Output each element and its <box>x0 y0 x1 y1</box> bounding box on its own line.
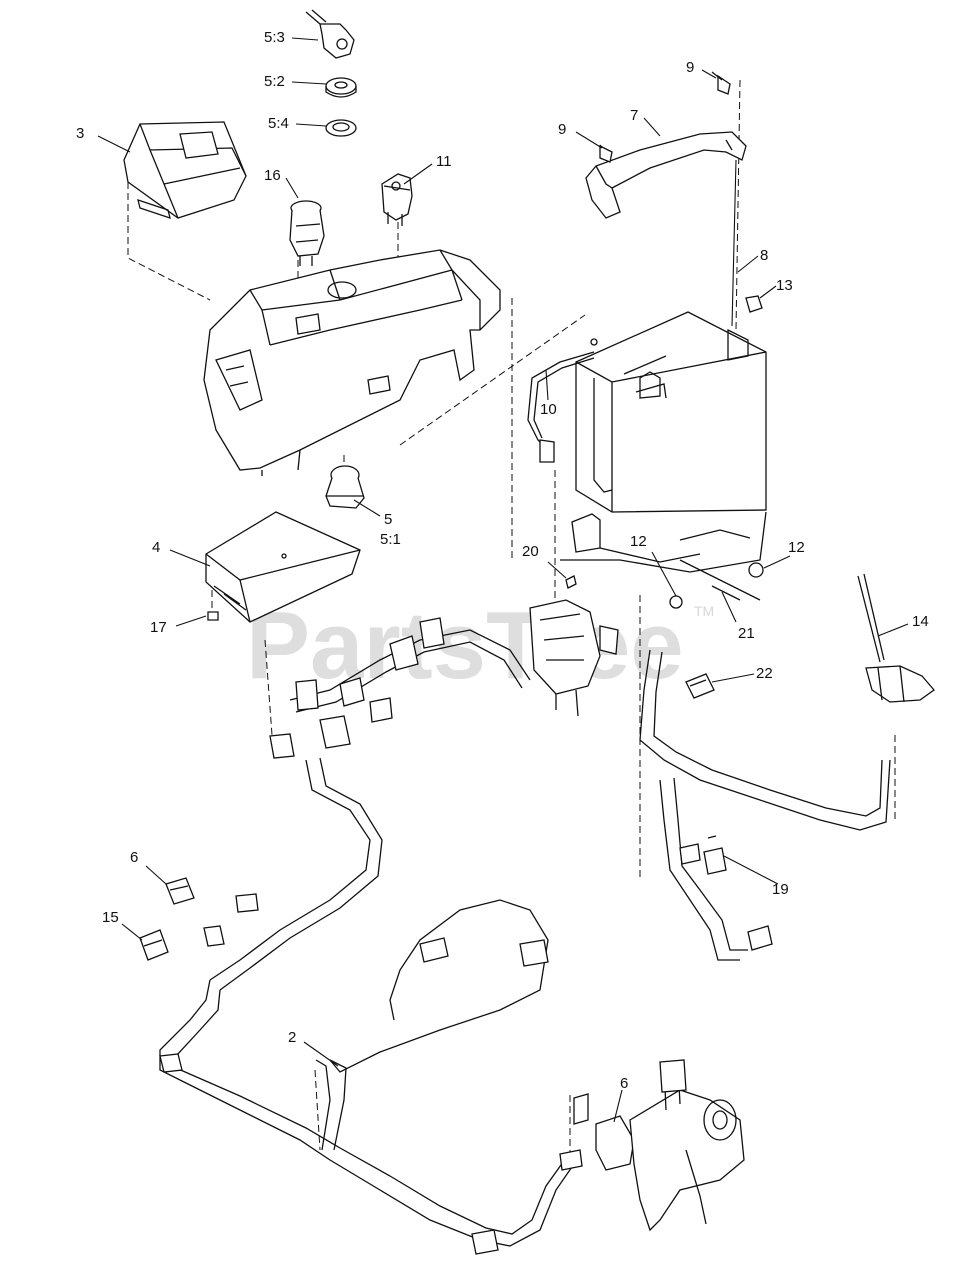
callout-2: 2 <box>288 1029 296 1046</box>
part-22-connector <box>685 673 715 699</box>
callout-10: 10 <box>540 401 557 418</box>
part-2-wire-harness <box>159 617 891 1255</box>
part-8-rod <box>731 159 737 327</box>
callout-5-4: 5:4 <box>268 115 289 132</box>
part-9-screw-top <box>711 71 731 95</box>
callout-14: 14 <box>912 613 929 630</box>
callout-6-bottom: 6 <box>620 1075 628 1092</box>
part-10-battery-cable <box>527 338 598 463</box>
part-15-connector <box>139 929 169 961</box>
part-16-switch <box>289 200 325 266</box>
battery-tray <box>560 511 767 601</box>
callout-21: 21 <box>738 625 755 642</box>
callout-22: 22 <box>756 665 773 682</box>
callout-labels: 5:3 5:2 5:4 3 16 11 9 9 7 8 13 10 5 5:1 … <box>76 29 929 1092</box>
part-3-instrument-cover <box>123 121 247 219</box>
part-12-nut-right <box>748 562 764 578</box>
callout-13: 13 <box>776 277 793 294</box>
callout-leaders <box>97 37 909 1123</box>
part-7-hold-down-bracket <box>585 131 747 219</box>
callout-11: 11 <box>436 153 452 170</box>
part-12-nut-left <box>669 595 683 609</box>
callout-12-right: 12 <box>788 539 805 556</box>
callout-20: 20 <box>522 543 539 560</box>
callout-8: 8 <box>760 247 768 264</box>
callout-5-1: 5:1 <box>380 531 401 548</box>
callout-17: 17 <box>150 619 167 636</box>
callout-15: 15 <box>102 909 119 926</box>
callout-5-3: 5:3 <box>264 29 285 46</box>
battery <box>575 311 767 513</box>
callout-6-left: 6 <box>130 849 138 866</box>
callout-9-left: 9 <box>558 121 566 138</box>
part-5-3-switch-knob <box>305 9 355 59</box>
part-5-2-nut <box>325 77 357 98</box>
part-5-switch <box>325 465 365 509</box>
callout-5-2: 5:2 <box>264 73 285 90</box>
solenoid-assembly <box>529 599 619 717</box>
watermark-trademark: TM <box>694 603 714 619</box>
part-11-key-switch <box>381 173 413 226</box>
part-21-bolt <box>711 585 741 601</box>
part-9-screw-left <box>599 144 613 163</box>
part-5-4-washer <box>325 119 357 137</box>
callout-19: 19 <box>772 881 789 898</box>
console-panel <box>203 249 501 476</box>
part-17-screw <box>207 611 219 621</box>
callout-7: 7 <box>630 107 638 124</box>
part-14-sensor <box>857 573 935 703</box>
callout-12-left: 12 <box>630 533 647 550</box>
callout-9-top: 9 <box>686 59 694 76</box>
callout-16: 16 <box>264 167 281 184</box>
callout-4: 4 <box>152 539 160 556</box>
part-20-screw <box>565 575 577 589</box>
part-6-connector-left <box>165 877 195 905</box>
part-13-nut <box>745 295 763 313</box>
engine-switch-assembly <box>573 1059 745 1232</box>
part-19-clip <box>703 835 727 875</box>
callout-3: 3 <box>76 125 84 142</box>
part-4-control-module <box>205 511 361 623</box>
callout-5: 5 <box>384 511 392 528</box>
